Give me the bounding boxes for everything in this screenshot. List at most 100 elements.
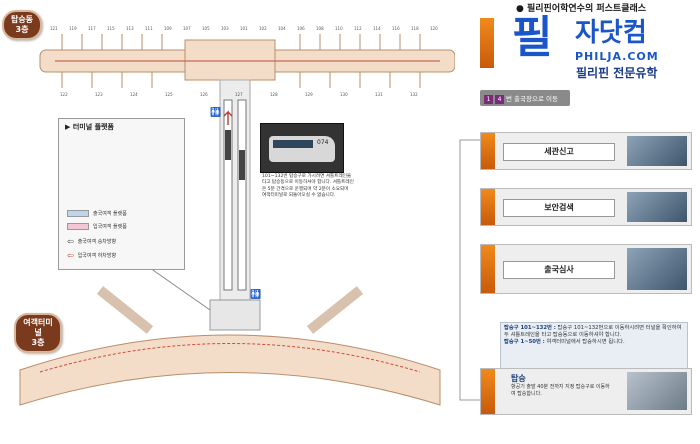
gate-label: 125 bbox=[165, 92, 173, 97]
checkin-step-bar bbox=[480, 18, 494, 68]
shuttle-train-number: 074 bbox=[317, 139, 329, 146]
terminal-badge-line1: 여객터미널 bbox=[23, 318, 53, 337]
legend-label: 출국여객 승차방향 bbox=[77, 239, 117, 245]
gate-label: 117 bbox=[88, 26, 96, 31]
gate-label: 124 bbox=[130, 92, 138, 97]
step-bar bbox=[481, 245, 495, 293]
step-security: 보안검색 bbox=[480, 188, 692, 226]
legend-swatch-blue bbox=[67, 210, 89, 217]
gate-label: 126 bbox=[200, 92, 208, 97]
legend-callout-line bbox=[149, 267, 211, 311]
gate-label: 128 bbox=[270, 92, 278, 97]
restroom-icon: 🚻 bbox=[210, 108, 222, 118]
gate-label: 127 bbox=[235, 92, 243, 97]
gate-info-line2-bold: 탑승구 1~50번 : bbox=[504, 339, 545, 345]
gate-info-line2-text: 여객터미널에서 탑승하시면 됩니다. bbox=[544, 339, 625, 345]
gate-label: 104 bbox=[278, 26, 286, 31]
gate-label: 110 bbox=[335, 26, 343, 31]
terminal-badge-line2: 3층 bbox=[31, 338, 45, 347]
gate-label: 101 bbox=[240, 26, 248, 31]
shuttle-track-left bbox=[223, 99, 233, 291]
boarding-photo bbox=[627, 372, 687, 410]
route-label: 번 출국장으로 이동 bbox=[506, 95, 558, 103]
concourse-badge: 탑승동 3층 bbox=[2, 10, 42, 40]
legend-item-departure-direction: ⇦출국여객 승차방향 bbox=[67, 237, 116, 246]
gate-label: 130 bbox=[340, 92, 348, 97]
concourse-center bbox=[184, 39, 276, 81]
route-num-to: 4 bbox=[495, 95, 504, 104]
legend-item-arrival-direction: ⇦입국여객 하차방향 bbox=[67, 251, 116, 260]
terminal-west-wing bbox=[96, 286, 154, 334]
platform-legend: ▶ 터미널 플랫폼 출국여객 플랫폼 입국여객 플랫폼 ⇦출국여객 승차방향 ⇦… bbox=[58, 118, 185, 270]
legend-label: 입국여객 하차방향 bbox=[77, 253, 117, 259]
gate-label: 107 bbox=[183, 26, 191, 31]
gate-label: 115 bbox=[107, 26, 115, 31]
gate-label: 105 bbox=[202, 26, 210, 31]
legend-title-text: 터미널 플랫폼 bbox=[72, 123, 114, 131]
passenger-terminal-building bbox=[19, 334, 441, 406]
restroom-icon-2: 🚻 bbox=[250, 290, 262, 300]
gate-info-line2: 탑승구 1~50번 : 여객터미널에서 탑승하시면 됩니다. bbox=[504, 339, 684, 346]
watermark-url: PHILJA.COM bbox=[575, 50, 659, 63]
step-boarding: 탑승 항공기 출발 40분 전까지 지정 탑승구로 이동하여 탑승합니다. bbox=[480, 368, 692, 415]
shuttle-train-photo: 074 bbox=[260, 123, 344, 173]
shuttle-train-car-2 bbox=[239, 150, 245, 180]
concourse-badge-line1: 탑승동 bbox=[10, 15, 34, 24]
gate-label: 121 bbox=[50, 26, 58, 31]
gate-label: 106 bbox=[297, 26, 305, 31]
gate-label: 102 bbox=[259, 26, 267, 31]
terminal-shuttle-station bbox=[209, 299, 261, 331]
step-photo bbox=[627, 248, 687, 290]
gate-label: 123 bbox=[95, 92, 103, 97]
gate-label: 113 bbox=[126, 26, 134, 31]
gate-info-line1: 탑승구 101~132번 : 탑승구 101~132번으로 이동하시려면 터널을… bbox=[504, 325, 684, 339]
step-label: 보안검색 bbox=[503, 199, 615, 217]
terminal-route-line bbox=[39, 343, 421, 373]
legend-title: ▶ 터미널 플랫폼 bbox=[65, 123, 114, 131]
boarding-text: 항공기 출발 40분 전까지 지정 탑승구로 이동하여 탑승합니다. bbox=[511, 384, 610, 397]
step-bar bbox=[481, 189, 495, 225]
legend-item-departure-platform: 출국여객 플랫폼 bbox=[67, 210, 127, 217]
step-bar bbox=[481, 133, 495, 169]
arrival-direction-arrow bbox=[223, 110, 233, 125]
step-bar bbox=[481, 369, 495, 414]
gate-label: 119 bbox=[69, 26, 77, 31]
step-photo bbox=[627, 192, 687, 222]
legend-label: 출국여객 플랫폼 bbox=[93, 211, 127, 217]
terminal-east-wing bbox=[306, 286, 364, 334]
gate-label: 108 bbox=[316, 26, 324, 31]
terminal-badge: 여객터미널 3층 bbox=[14, 313, 62, 353]
shuttle-track-right bbox=[237, 99, 247, 291]
gate-label: 116 bbox=[392, 26, 400, 31]
watermark-logo-text: 자닷컴 bbox=[575, 18, 647, 48]
boarding-title: 탑승 bbox=[511, 374, 526, 383]
shuttle-caption: 101~132번 탑승구로 가시려면 셔틀트레인을 타고 탑승동으로 이동하셔야… bbox=[262, 174, 354, 199]
legend-item-arrival-platform: 입국여객 플랫폼 bbox=[67, 223, 127, 230]
step-label: 출국심사 bbox=[503, 261, 615, 279]
step-photo bbox=[627, 136, 687, 166]
gate-label: 111 bbox=[145, 26, 153, 31]
watermark-tagline-text: 필리핀어학연수의 퍼스트클래스 bbox=[527, 4, 647, 14]
legend-swatch-pink bbox=[67, 223, 89, 230]
step-immigration: 출국심사 bbox=[480, 244, 692, 294]
gate-label: 122 bbox=[60, 92, 68, 97]
gate-label: 120 bbox=[430, 26, 438, 31]
gate-label: 132 bbox=[410, 92, 418, 97]
watermark-subtitle: 필리핀 전문유학 bbox=[576, 66, 658, 80]
gate-label: 109 bbox=[164, 26, 172, 31]
gate-label: 129 bbox=[305, 92, 313, 97]
shuttle-train-window bbox=[273, 140, 313, 148]
gate-label: 114 bbox=[373, 26, 381, 31]
gate-label: 112 bbox=[354, 26, 362, 31]
gate-info-line1-bold: 탑승구 101~132번 : bbox=[504, 325, 556, 331]
flow-connector bbox=[459, 139, 480, 401]
gate-info-line1-text: 탑승구 101~132번으로 이동하시려면 터널을 확인하여 두 셔틀트레인을 … bbox=[504, 325, 682, 338]
watermark-logo: 필 bbox=[512, 12, 553, 63]
watermark-tagline: ● 필리핀어학연수의 퍼스트클래스 bbox=[516, 4, 647, 14]
arrow-left-red-icon: ⇦ bbox=[67, 251, 74, 260]
gate-label: 118 bbox=[411, 26, 419, 31]
